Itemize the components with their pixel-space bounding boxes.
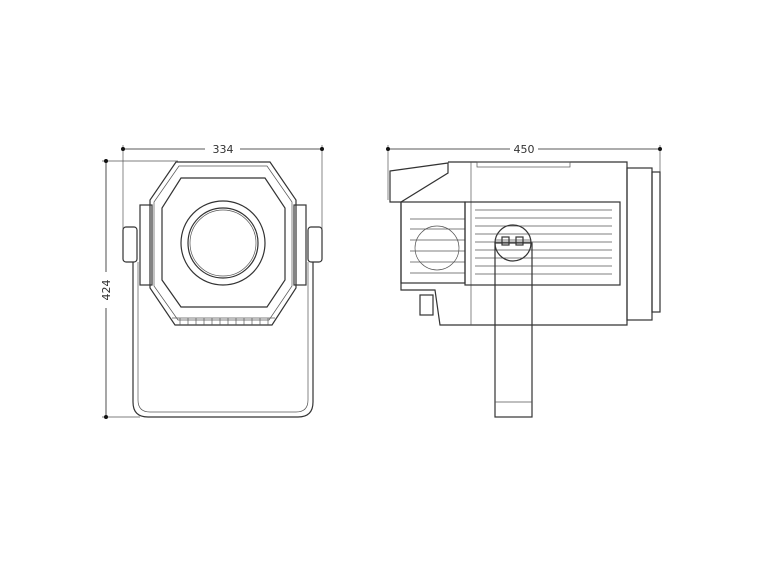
width-label: 334 (213, 143, 234, 156)
connector (419, 294, 434, 316)
height-label: 424 (100, 280, 113, 301)
left-knob (122, 226, 138, 263)
front-view: 334 424 (100, 143, 324, 419)
fan-grille (410, 218, 465, 274)
lens-ring (180, 200, 266, 286)
housing-outer (149, 161, 297, 326)
bracket-arm (494, 242, 533, 418)
u-bracket (132, 262, 314, 418)
width-dimension: 334 (121, 143, 324, 230)
height-dimension: 424 (100, 159, 178, 419)
right-knob (307, 226, 323, 263)
left-side-block (139, 204, 153, 286)
length-dimension: 450 (386, 143, 662, 210)
rear-box (400, 201, 466, 284)
lens-ring-side (651, 171, 661, 313)
length-label: 450 (514, 143, 535, 156)
lens (187, 207, 259, 279)
right-side-block (293, 204, 307, 286)
pivot-bolt (515, 236, 524, 246)
fin-section (464, 201, 621, 286)
side-view: 450 (386, 143, 662, 418)
pivot-hub (494, 224, 532, 262)
pivot-bolt (501, 236, 510, 246)
front-collar (626, 167, 653, 321)
vent-slots (179, 318, 269, 325)
body (400, 161, 628, 326)
housing-inner (161, 177, 286, 308)
